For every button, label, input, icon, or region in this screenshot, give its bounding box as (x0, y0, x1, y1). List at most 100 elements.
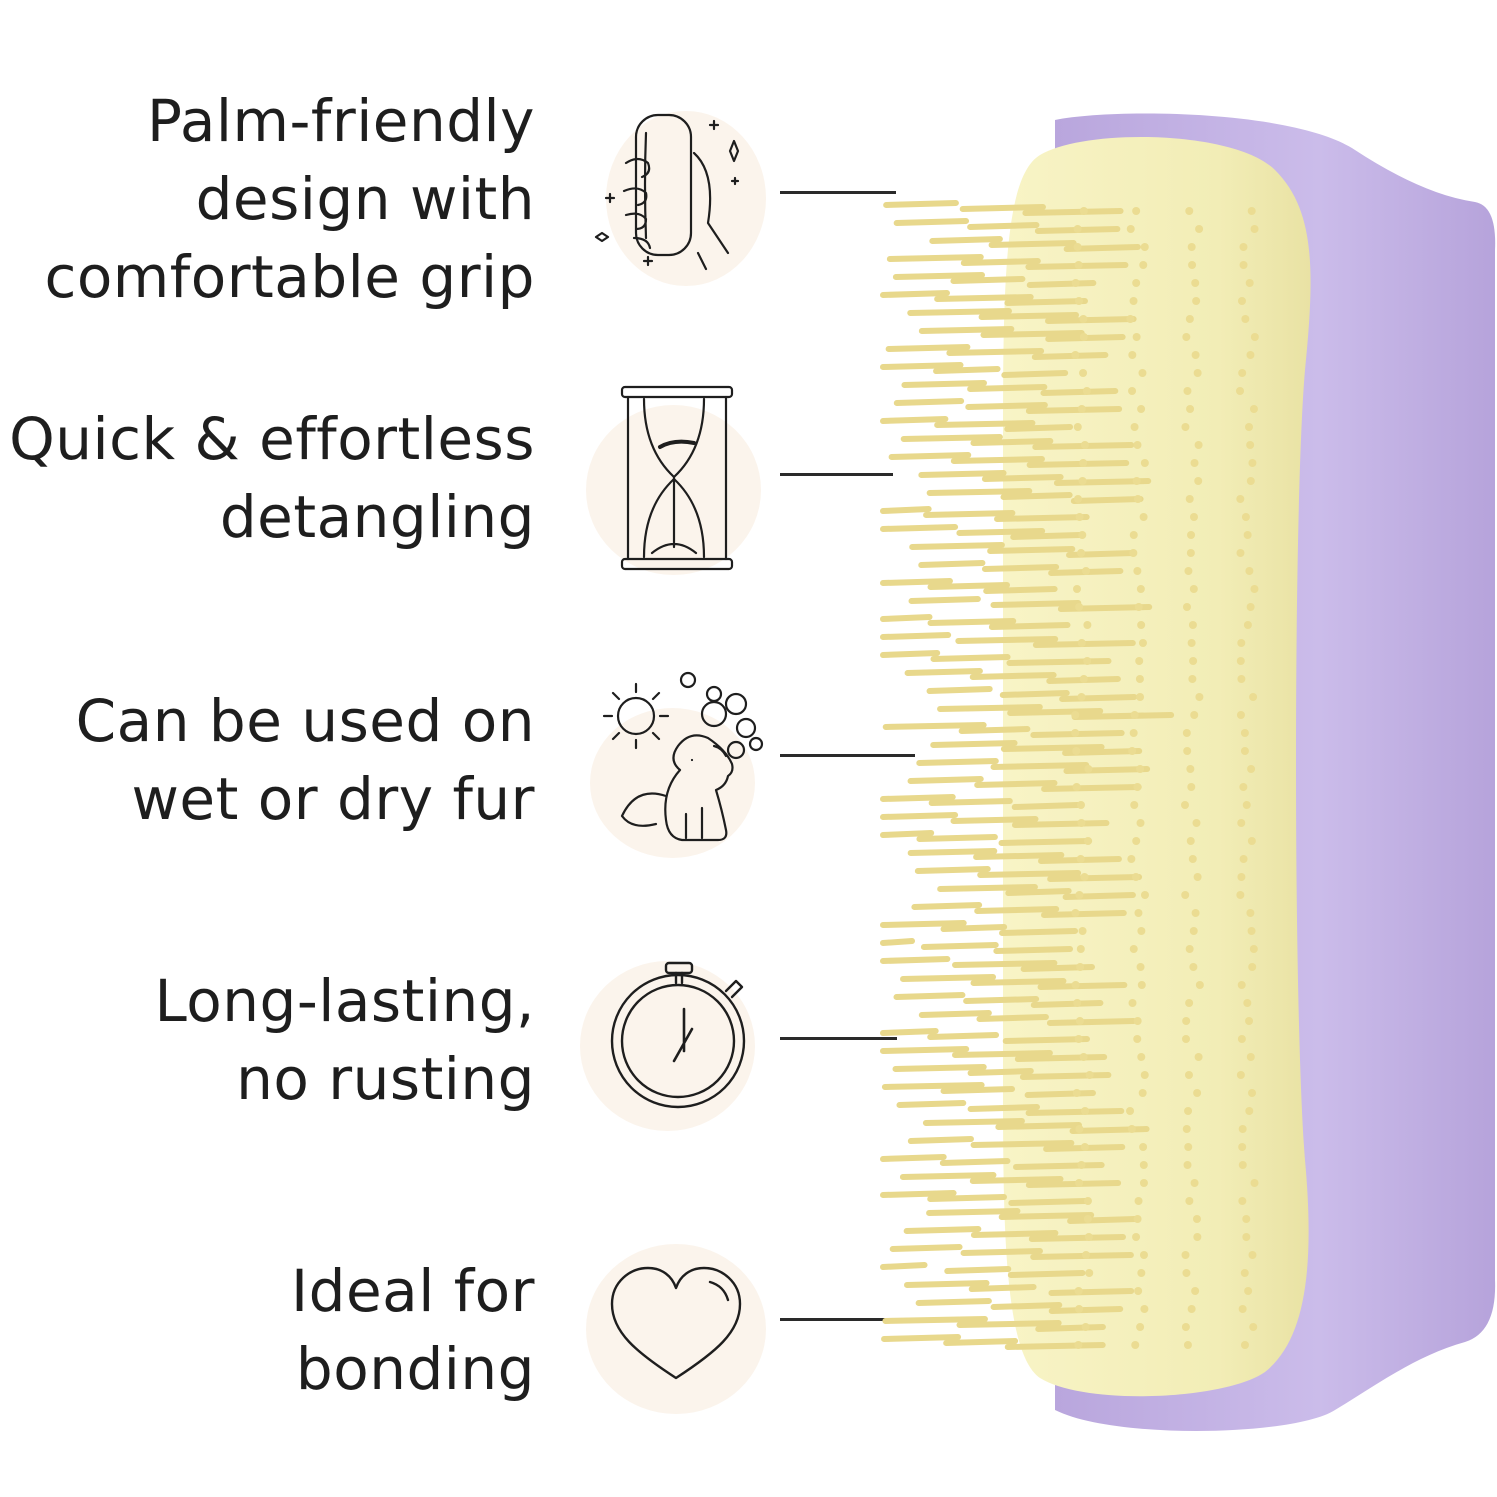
bristle (940, 1086, 1016, 1094)
bristle (988, 240, 1077, 248)
bristle (974, 780, 1058, 788)
bristle-tip (1237, 675, 1246, 683)
bristle (1000, 744, 1105, 752)
bristle-tip (1073, 243, 1082, 251)
bristle-tip (1131, 1341, 1140, 1349)
bristle-tip (1236, 1071, 1245, 1079)
bristle (880, 1154, 947, 1162)
feature-label: Quick & effortless detangling (9, 400, 535, 556)
bristle (934, 294, 1034, 302)
bristle (950, 456, 1045, 464)
bristle (883, 200, 959, 208)
bristle-tip (1183, 747, 1192, 755)
feature-label: Can be used on wet or dry fur (76, 682, 535, 838)
bristle-tip (1182, 1125, 1191, 1133)
bristle-tip (1136, 693, 1145, 701)
bristle (1007, 1270, 1086, 1278)
bristle-tip (1077, 693, 1086, 701)
bristle (970, 438, 1054, 446)
bristle (995, 1122, 1082, 1130)
bristle (937, 704, 1043, 712)
bristle-tip (1127, 855, 1136, 863)
bristle-tip (1191, 1287, 1200, 1295)
bristle-tip (1185, 207, 1194, 215)
bristle-tip (1190, 711, 1199, 719)
bristle-tip (1191, 279, 1200, 287)
bristle-tip (1239, 783, 1248, 791)
bristle (956, 1320, 1062, 1328)
bristle-tip (1138, 1089, 1147, 1097)
bristle-tip (1185, 495, 1194, 503)
bristle-tip (1075, 1179, 1084, 1187)
bristle (1002, 1036, 1091, 1044)
bristle (967, 1068, 1034, 1076)
bristle (1025, 1180, 1122, 1188)
bristle-tip (1245, 279, 1254, 287)
bristle-tip (1071, 981, 1080, 989)
bristle-tip (1245, 1017, 1254, 1025)
bristle-tip (1248, 1251, 1257, 1259)
bristle (980, 330, 1085, 338)
bristle-tip (1184, 1143, 1193, 1151)
bristle-tip (1185, 1197, 1194, 1205)
bristle (880, 632, 952, 640)
bristle-tip (1245, 1107, 1254, 1115)
bristle-tip (1138, 369, 1147, 377)
bristle-tip (1236, 495, 1245, 503)
bristle-tip (1139, 1161, 1148, 1169)
bristle-tip (1187, 639, 1196, 647)
bristle (880, 956, 951, 964)
bristle-tip (1079, 459, 1088, 467)
leader-line (780, 473, 893, 476)
bristle (922, 1118, 1025, 1126)
bristle (967, 222, 1040, 230)
bristle-tip (1132, 333, 1141, 341)
bristle-tip (1250, 585, 1259, 593)
bristle-tip (1236, 657, 1245, 665)
bristle-tip (1084, 837, 1093, 845)
bristle-tip (1188, 675, 1197, 683)
bristle (960, 1248, 1043, 1256)
bristle (918, 1010, 992, 1018)
bristle (998, 1212, 1095, 1220)
bristle (896, 1100, 967, 1108)
bristle (880, 1262, 928, 1270)
bristle-tip (1071, 729, 1080, 737)
bristle-tip (1075, 513, 1084, 521)
leader-line (780, 191, 896, 194)
bristle (977, 870, 1082, 878)
bristle (880, 290, 950, 298)
bristle (927, 618, 1017, 626)
bristle-tip (1184, 1071, 1193, 1079)
bristle-tip (1250, 225, 1259, 233)
bristle-tip (1236, 891, 1245, 899)
bristle-tip (1085, 1269, 1094, 1277)
bristle (923, 510, 1016, 518)
bristle-tip (1077, 639, 1086, 647)
bristle (1008, 1198, 1088, 1206)
bristle-tip (1181, 423, 1190, 431)
bristle-tip (1137, 1053, 1146, 1061)
bristle-tip (1132, 837, 1141, 845)
bristle (1025, 406, 1123, 414)
bristle-tip (1246, 909, 1255, 917)
bristle-tip (1238, 1197, 1247, 1205)
bristle-tip (1080, 1143, 1089, 1151)
bristle (893, 398, 965, 406)
bristle-tip (1188, 855, 1197, 863)
bristle (904, 668, 983, 676)
bristle-tip (1182, 333, 1191, 341)
bristle (1000, 492, 1073, 500)
bristle-tip (1186, 549, 1195, 557)
bristle-tip (1240, 747, 1249, 755)
feature-line: bonding (295, 1335, 535, 1403)
bristle (1004, 298, 1088, 306)
bristle-tip (1074, 261, 1083, 269)
bristle (967, 384, 1048, 392)
bristle (880, 650, 941, 658)
bristle-tip (1240, 1341, 1249, 1349)
bristle (1070, 496, 1144, 504)
bristle-tip (1072, 783, 1081, 791)
bristle-tip (1076, 855, 1085, 863)
bristle-tip (1194, 477, 1203, 485)
